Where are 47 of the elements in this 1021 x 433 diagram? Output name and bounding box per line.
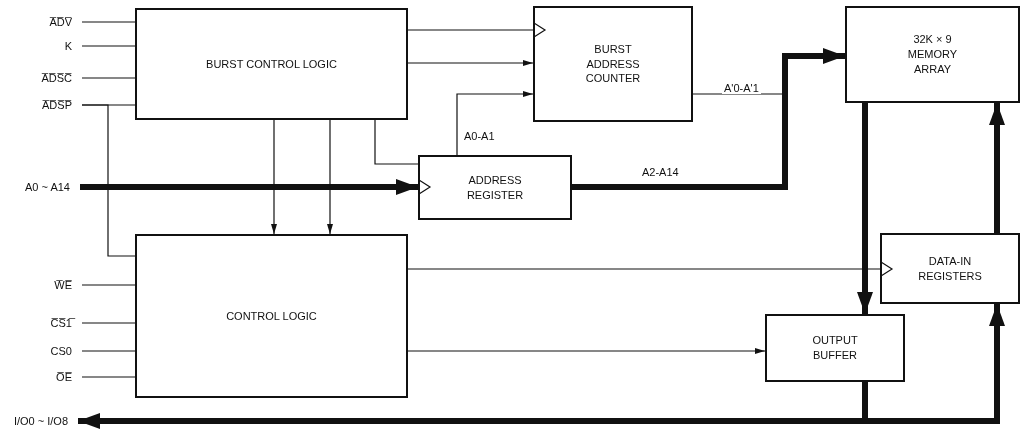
signal-label: A̅D̅V̅ [49, 14, 72, 30]
logic-block [135, 8, 408, 120]
logic-block [880, 233, 1020, 304]
signal-line [81, 284, 136, 286]
block-label: CONTROL LOGIC [226, 308, 317, 324]
edge-label: A'0-A'1 [722, 82, 761, 94]
signal-line [271, 119, 277, 235]
signal-label: K [64, 38, 72, 54]
signal-line [407, 261, 893, 277]
signal-label: A0 ~ A14 [25, 179, 70, 195]
logic-block [418, 155, 572, 220]
block-label: BURST CONTROL LOGIC [206, 56, 337, 72]
signal-line [407, 348, 766, 354]
signal-label: A̅D̅S̅C̅ [41, 70, 72, 86]
edge-label: A2-A14 [640, 166, 681, 178]
signal-line [327, 119, 333, 235]
edge-label: A0-A1 [462, 130, 497, 142]
logic-block [533, 6, 693, 122]
block-label: DATA-IN REGISTERS [917, 253, 983, 284]
signal-line [81, 104, 136, 257]
signal-line [81, 21, 136, 23]
block-label: BURST ADDRESS COUNTER [584, 41, 642, 87]
signal-line [407, 60, 534, 66]
signal-line [407, 22, 546, 38]
bus-arrow [80, 179, 418, 195]
signal-line [81, 77, 136, 79]
block-label: ADDRESS REGISTER [465, 172, 525, 203]
logic-block [765, 314, 905, 382]
signal-line [81, 350, 136, 352]
bus-arrow [857, 103, 873, 314]
signal-label: W̅E̅ [54, 277, 72, 293]
block-label: 32K × 9 MEMORY ARRAY [906, 32, 959, 77]
logic-block [135, 234, 408, 398]
bus-arrow [989, 103, 1005, 233]
signal-line [456, 91, 534, 156]
signal-line [374, 119, 419, 165]
signal-line [81, 376, 136, 378]
logic-block [845, 6, 1020, 103]
signal-label: A̅D̅S̅P̅ [42, 97, 72, 113]
signal-label: O̅E̅ [56, 369, 72, 385]
signal-line [81, 322, 136, 324]
bus-arrow [78, 304, 1005, 424]
block-label: OUTPUT BUFFER [811, 333, 859, 363]
bus-arrow [572, 48, 845, 190]
signal-label: I/O0 ~ I/O8 [13, 413, 68, 429]
signal-label: CS0 [50, 343, 72, 359]
signal-line [81, 45, 136, 47]
